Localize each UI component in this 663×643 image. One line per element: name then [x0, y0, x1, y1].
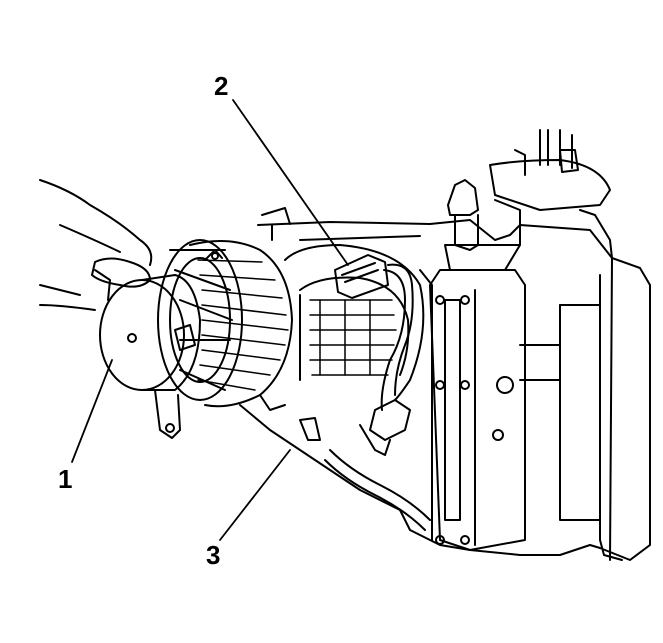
leader-line-1 [71, 359, 113, 463]
leader-line-2 [232, 99, 349, 266]
blower-housing-opening [284, 244, 425, 401]
leader-line-3 [219, 449, 291, 541]
callout-3-hvac-module: 3 [206, 540, 221, 570]
blower-motor-assembly [94, 239, 293, 439]
leader-lines [71, 99, 349, 541]
callout-2-electrical-connector: 2 [214, 71, 229, 101]
air-duct-channel [429, 269, 526, 551]
callout-1-blower-motor: 1 [58, 464, 73, 494]
heater-core-fittings [444, 129, 613, 271]
electrical-harness [259, 254, 431, 531]
technician-hand [39, 179, 153, 311]
